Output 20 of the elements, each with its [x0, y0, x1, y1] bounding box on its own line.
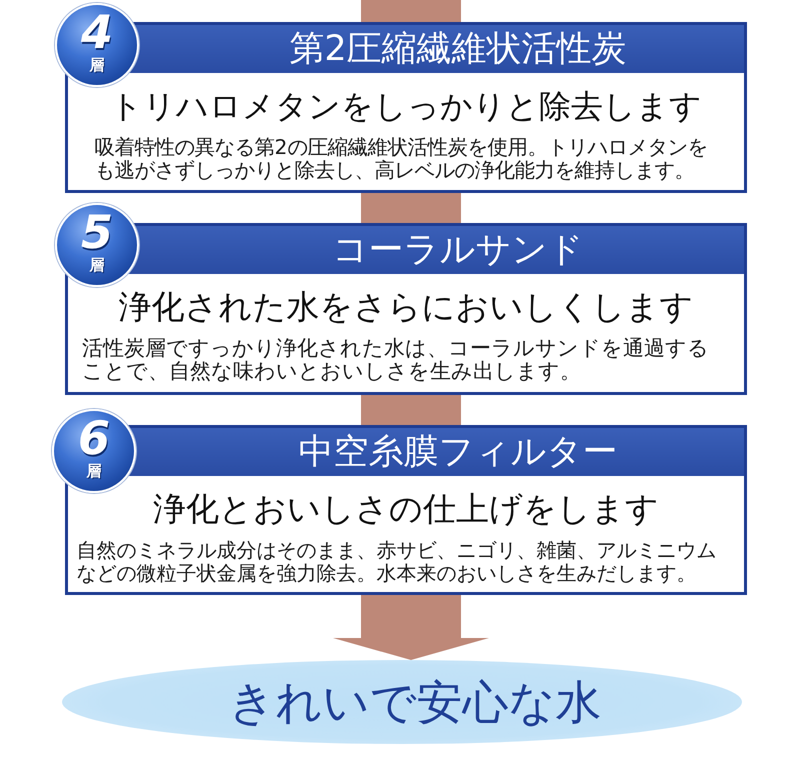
layer-label: 層: [90, 57, 104, 74]
layer-name: 第2圧縮繊維状活性炭: [289, 28, 627, 71]
flow-arrow: [333, 595, 489, 660]
layer-headline: 浄化とおいしさの仕上げをします: [153, 489, 659, 529]
flow-band: [361, 193, 461, 223]
layer-number: 6: [78, 415, 110, 461]
layer-number: 4: [80, 9, 113, 55]
layer-description: 吸着特性の異なる第2の圧縮繊維状活性炭を使用。トリハロメタンをも逃がさずしっかりと除去し、高レベルの浄化能力を維持します。: [94, 136, 708, 182]
layer-headline: 浄化された水をさらにおいしくします: [118, 287, 694, 327]
layer-label: 層: [86, 463, 102, 480]
result-text: きれいで安心な水: [228, 675, 602, 729]
layer-description: 自然のミネラル成分はそのまま、赤サビ、ニゴリ、雑菌、アルミニウムなどの微粒子状金属を強力除去。水本来のおいしさを生みだします。: [76, 539, 718, 585]
layer-number: 5: [80, 209, 113, 255]
layer-description: 活性炭層ですっかり浄化された水は、コーラルサンドを通過することで、自然な味わいとおいしさを生み出します。: [82, 337, 710, 383]
layer-label: 層: [90, 257, 104, 274]
layer-name: コーラルサンド: [332, 229, 584, 272]
flow-band: [361, 395, 461, 425]
layer-name: 中空糸膜フィルター: [298, 431, 618, 474]
layer-headline: トリハロメタンをしっかりと除去します: [110, 86, 702, 126]
flow-band: [361, 0, 461, 22]
